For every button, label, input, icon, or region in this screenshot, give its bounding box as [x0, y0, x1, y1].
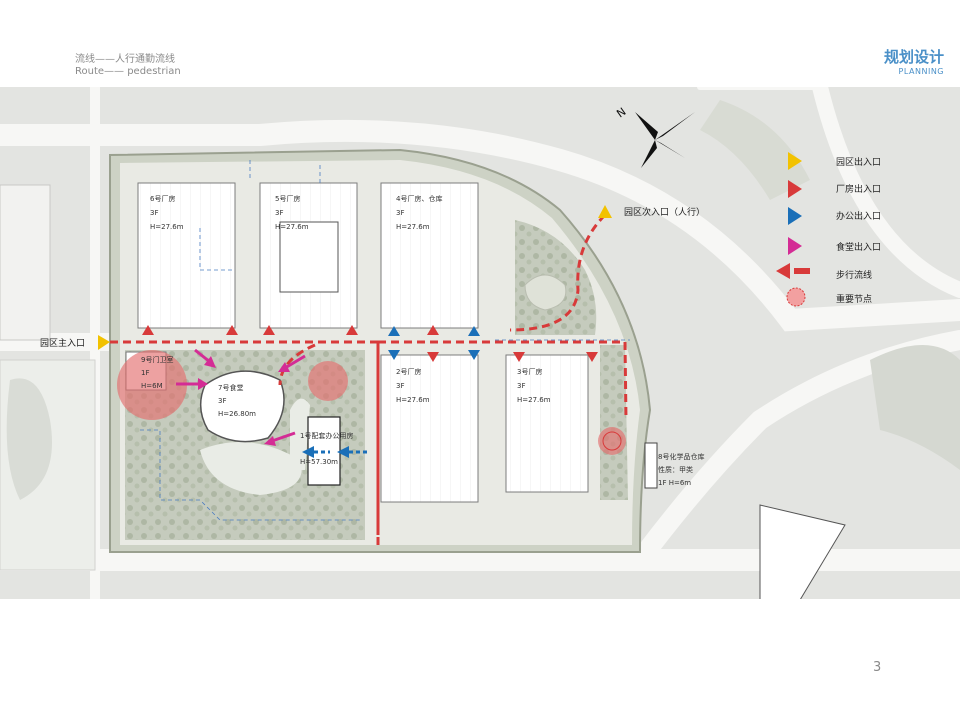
legend-park-entrance: 园区出入口 [836, 158, 882, 168]
secondary-entrance-label: 园区次入口（人行） [624, 208, 706, 218]
site-lines [140, 160, 630, 521]
office-entrance-markers [302, 326, 480, 458]
section-title: 规划设计 [883, 48, 944, 66]
page-number: 3 [873, 660, 882, 675]
yellow-triangle-icon [788, 152, 802, 170]
main-entrance-label: 园区主入口 [40, 339, 86, 349]
slide-title-en: Route—— pedestrian [75, 66, 181, 77]
surrounding-blocks [0, 100, 960, 599]
legend-office-entrance: 办公出入口 [836, 212, 882, 222]
dashed-arrow-icon [776, 263, 790, 279]
legend-walking-route: 步行流线 [836, 271, 873, 281]
legend-icons [776, 152, 810, 307]
park-main-entrance-marker [98, 335, 110, 350]
slide-title-cn: 流线——人行通勤流线 [75, 54, 175, 65]
legend-canteen-entrance: 食堂出入口 [836, 243, 882, 253]
magenta-triangle-icon [788, 237, 802, 255]
red-triangle-icon [788, 180, 802, 198]
factory-footprints [125, 182, 658, 503]
north-arrow-icon: N [614, 105, 695, 168]
legend-important-node: 重要节点 [836, 295, 873, 305]
blue-triangle-icon [788, 207, 802, 225]
important-nodes [117, 350, 626, 455]
pedestrian-flow [110, 213, 628, 545]
node-circle-icon [786, 287, 806, 307]
park-secondary-entrance-marker [598, 205, 612, 218]
canteen-entrance-markers [176, 348, 306, 446]
site-plan-map: N [0, 87, 960, 599]
section-subtitle: PLANNING [898, 67, 944, 76]
factory-entrance-markers [142, 325, 598, 362]
legend-factory-entrance: 厂房出入口 [836, 185, 882, 195]
